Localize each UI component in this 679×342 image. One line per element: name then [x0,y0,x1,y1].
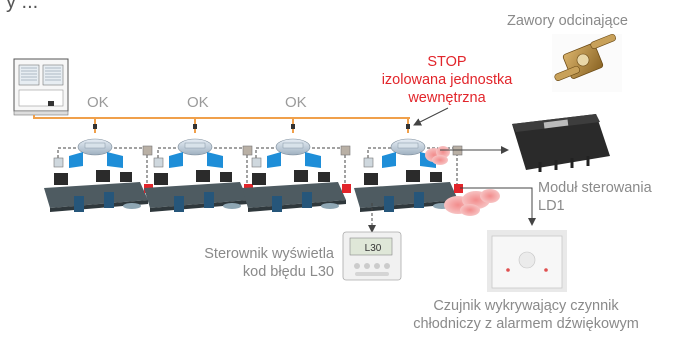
pipe-valve-icon [193,124,197,129]
status-ok-unit-3: OK [285,94,307,111]
wall-controller-icon [153,157,164,168]
monitor-icon [154,173,168,185]
office-chair-icon [414,192,424,208]
sensor-label: Czujnik wykrywający czynnik chłodniczy z… [396,297,656,333]
sensor-line-2: chłodniczy z alarmem dźwiękowym [413,316,639,332]
shutoff-valve-image [552,33,622,92]
office-chair-icon [384,196,394,212]
monitor-icon [406,170,420,182]
blue-unit-icon [305,152,321,168]
office-chair-icon [302,192,312,208]
monitor-icon [364,173,378,185]
stop-title: STOP [427,54,467,70]
stop-notice: STOP izolowana jednostka wewnętrzna [372,53,522,107]
stop-line-2: izolowana jednostka [381,72,513,88]
wall-controller-image: L30 [342,231,402,281]
control-module-line-1: Moduł sterowania [538,180,652,196]
line-to-sensor [460,187,536,226]
office-chair-icon [74,196,84,212]
blue-unit-icon [169,152,183,168]
office-chair-icon [204,192,214,208]
wall-controller-icon [363,157,374,168]
monitor-icon [196,170,210,182]
controller-display-code: L30 [365,243,382,254]
refrigerant-sensor-image [487,230,567,292]
indoor-group-4-isolated [354,124,463,212]
indoor-group-2 [144,124,253,212]
office-chair-icon [272,196,282,212]
status-ok-unit-2: OK [187,94,209,111]
control-module-label: Moduł sterowania LD1 [538,179,652,215]
office-desk-icon [242,182,346,208]
office-desk-icon [354,182,458,208]
indoor-group-3 [242,124,351,212]
controller-label: Sterownik wyświetla kod błędu L30 [176,245,334,281]
controller-line-1: Sterownik wyświetla [204,246,334,262]
monitor-icon [252,173,266,185]
blue-unit-icon [267,152,281,168]
blue-unit-icon [107,152,123,168]
sensor-box-icon [142,145,153,156]
blue-unit-icon [207,152,223,168]
shutoff-valves-label: Zawory odcinające [507,13,628,29]
office-chair-icon [104,192,114,208]
monitor-icon [220,172,232,182]
office-desk-icon [44,182,148,208]
pipe-valve-icon [406,124,410,129]
refrigerant-pipe [33,115,410,133]
blue-unit-icon [382,152,396,168]
monitor-icon [120,172,132,182]
stop-arrow [413,107,449,126]
control-module-line-2: LD1 [538,198,565,214]
monitor-icon [430,172,442,182]
pipe-valve-icon [291,124,295,129]
sensor-box-icon [340,145,351,156]
sensor-box-icon [242,145,253,156]
stop-line-3: wewnętrzna [408,90,486,106]
blue-unit-icon [69,152,83,168]
monitor-icon [54,173,68,185]
wall-controller-icon [53,157,64,168]
alarm-indicator-icon [342,184,351,193]
controller-line-2: kod błędu L30 [242,264,334,280]
monitor-icon [96,170,110,182]
refrigerant-leak-cloud-2 [444,189,500,216]
indoor-group-1 [44,124,153,212]
sensor-line-1: Czujnik wykrywający czynnik [433,298,619,314]
monitor-icon [294,170,308,182]
office-chair-icon [174,196,184,212]
office-desk-icon [144,182,248,208]
heading-fragment: y ... [6,0,38,13]
pipe-valve-icon [93,124,97,129]
wall-controller-icon [251,157,262,168]
control-module-image [512,114,610,172]
outdoor-unit [13,58,69,116]
refrigerant-leak-cloud-1 [425,146,450,165]
monitor-icon [318,172,330,182]
alarm-indicator-icon [454,184,463,193]
status-ok-unit-1: OK [87,94,109,111]
